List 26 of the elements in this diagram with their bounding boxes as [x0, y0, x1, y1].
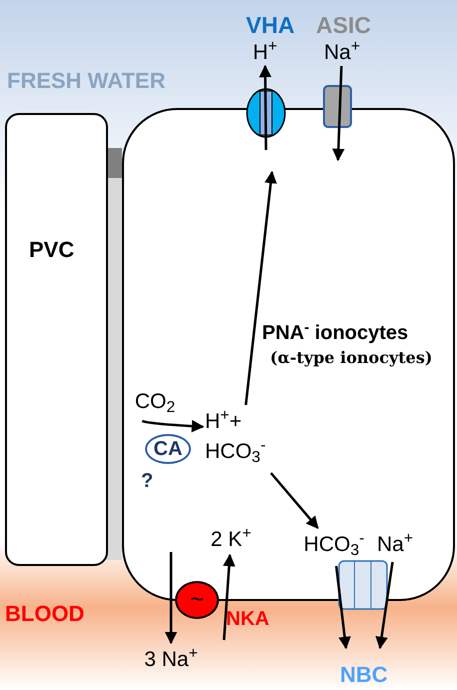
- ion-label: Na$^{+}$: [376, 530, 414, 558]
- region-label: NKA: [226, 607, 270, 632]
- region-label: FRESH WATER: [7, 67, 166, 95]
- cell-title: PNA$^{-}$ ionocytes: [262, 318, 408, 346]
- ion-label: H$^{+}$: [252, 38, 278, 66]
- arrow: [142, 420, 204, 432]
- region-label: VHA: [246, 11, 295, 40]
- arrow: [259, 64, 272, 150]
- ion-label: CO$_{2}$: [134, 389, 176, 417]
- cell-label: PVC: [29, 236, 74, 264]
- arrow: [164, 552, 178, 644]
- arrow: [375, 562, 394, 650]
- enzyme-label: CA: [145, 434, 191, 464]
- arrow: [270, 472, 319, 529]
- ion-label: Na$^{+}$: [322, 38, 362, 66]
- arrow: [222, 554, 236, 640]
- arrow: [335, 566, 351, 650]
- ion-label: 3 Na$^{+}$: [143, 645, 199, 673]
- cell-subtitle: (α-type ionocytes): [270, 347, 432, 369]
- arrow: [244, 170, 277, 406]
- ion-label: 2 K$^{+}$: [210, 525, 252, 553]
- region-label: NBC: [340, 661, 388, 689]
- region-label: ASIC: [316, 11, 371, 40]
- region-label: BLOOD: [5, 600, 84, 628]
- question-mark: ?: [141, 469, 154, 494]
- cell-body: [122, 108, 455, 601]
